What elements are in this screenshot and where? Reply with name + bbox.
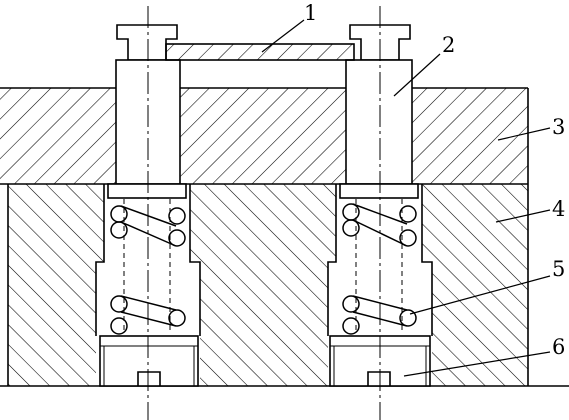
leader-2 bbox=[393, 53, 441, 97]
base-block bbox=[0, 184, 569, 387]
leader-4 bbox=[495, 209, 551, 223]
left-pin-hole bbox=[95, 184, 201, 336]
left-nut bbox=[99, 335, 199, 387]
callout-labels: 1 2 3 4 5 6 bbox=[304, 1, 565, 359]
callout-2: 2 bbox=[442, 33, 455, 57]
clamp-bar bbox=[165, 43, 355, 61]
centerlines bbox=[147, 6, 381, 420]
callout-4: 4 bbox=[552, 197, 565, 221]
right-pin-body bbox=[345, 59, 413, 185]
cover-plate bbox=[0, 87, 529, 185]
leader-6 bbox=[403, 351, 551, 377]
leader-3 bbox=[497, 127, 551, 141]
leader-1 bbox=[261, 19, 305, 53]
callout-3: 3 bbox=[552, 115, 565, 139]
callout-5: 5 bbox=[552, 257, 565, 281]
leader-lines bbox=[261, 19, 551, 377]
callout-6: 6 bbox=[552, 335, 565, 359]
left-spring bbox=[110, 205, 186, 335]
right-pin-hole bbox=[327, 184, 433, 336]
leader-5 bbox=[409, 275, 551, 315]
callout-1: 1 bbox=[304, 1, 317, 25]
